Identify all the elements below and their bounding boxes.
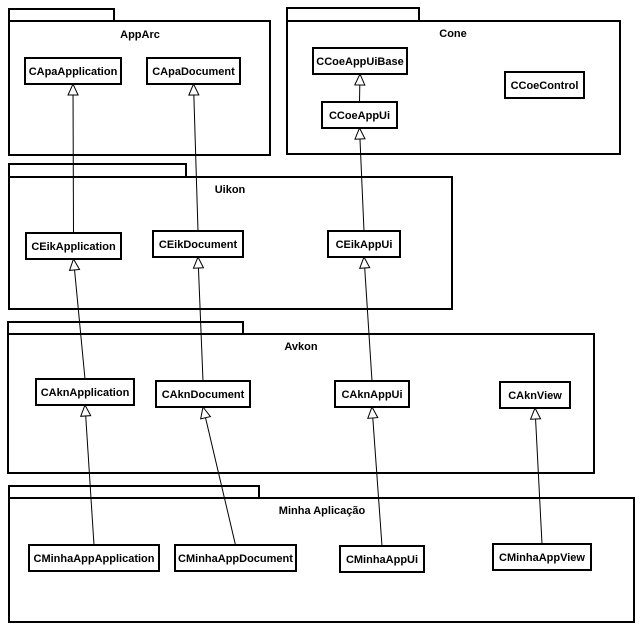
class-cakndocument: CAknDocument [155, 380, 251, 408]
package-label: Avkon [284, 341, 317, 353]
edge-ceikappui-to-ccoeappui [354, 126, 366, 232]
edge-cakndocument-to-ceikdocument [192, 255, 205, 382]
inheritance-arrowhead [192, 255, 205, 269]
inheritance-arrowhead [188, 82, 200, 96]
class-box [334, 380, 410, 408]
class-ceikappui: CEikAppUi [327, 230, 401, 258]
class-label: CAknDocument [162, 389, 245, 401]
class-label: CMinhaAppApplication [34, 553, 155, 565]
inheritance-line [74, 269, 86, 380]
inheritance-arrowhead [354, 72, 366, 86]
inheritance-arrowhead [67, 82, 79, 96]
class-caknview: CAknView [499, 381, 571, 409]
class-cminhaappdocument: CMinhaAppDocument [174, 544, 297, 572]
class-cminhaappapplication: CMinhaAppApplication [28, 544, 160, 572]
package-apparc: AppArc [8, 8, 271, 156]
class-box [321, 101, 398, 129]
class-label: CApaDocument [152, 66, 235, 78]
class-box [152, 230, 244, 258]
class-label: CMinhaAppUi [346, 554, 418, 566]
class-box [327, 230, 401, 258]
inheritance-line [193, 94, 199, 232]
class-label: CCoeAppUiBase [316, 56, 403, 68]
class-label: CApaApplication [29, 66, 118, 78]
edge-cminhaappview-to-caknview [529, 406, 543, 545]
package-tab [8, 163, 187, 178]
package-label: Cone [439, 28, 467, 40]
class-cminhaappui: CMinhaAppUi [339, 545, 425, 573]
class-box [339, 545, 425, 573]
edge-ceikdocument-to-capadocument [188, 82, 200, 232]
package-tab [8, 485, 260, 499]
package-label: Minha Aplicação [279, 505, 366, 517]
class-label: CMinhaAppDocument [178, 553, 293, 565]
inheritance-line [535, 418, 543, 545]
class-label: CEikAppUi [336, 239, 393, 251]
class-cminhaappview: CMinhaAppView [492, 543, 592, 571]
class-box [174, 544, 297, 572]
inheritance-arrowhead [367, 405, 379, 419]
edge-caknappui-to-ceikappui [358, 255, 373, 382]
class-label: CEikApplication [31, 241, 116, 253]
inheritance-line [197, 267, 204, 382]
class-ccoecontrol: CCoeControl [504, 71, 585, 99]
class-label: CCoeAppUi [329, 110, 390, 122]
edge-cminhaappdocument-to-cakndocument [200, 405, 236, 546]
edge-cminhaappapplication-to-caknapplication [79, 403, 95, 546]
inheritance-arrowhead [68, 257, 81, 271]
inheritance-arrowhead [529, 406, 542, 420]
class-label: CEikDocument [159, 239, 238, 251]
class-caknappui: CAknAppUi [334, 380, 410, 408]
package-body [8, 20, 271, 156]
class-box [499, 381, 571, 409]
class-ccoeappui: CCoeAppUi [321, 101, 398, 129]
inheritance-line [359, 138, 365, 232]
edge-ceikapplication-to-capaapplication [67, 82, 79, 234]
class-box [24, 57, 122, 85]
inheritance-line [364, 267, 373, 382]
classes-layer: CApaApplication CApaDocument CCoeAppUiBase… [24, 47, 592, 573]
class-box [28, 544, 160, 572]
class-box [146, 57, 241, 85]
edge-ccoeappui-to-ccoeappuibase [354, 72, 366, 103]
package-tab [7, 321, 244, 335]
class-label: CCoeControl [511, 80, 579, 92]
class-label: CMinhaAppView [499, 552, 585, 564]
inheritance-arrowhead [200, 405, 212, 420]
class-capadocument: CApaDocument [146, 57, 241, 85]
inheritance-arrowhead [358, 255, 371, 269]
edge-cminhaappui-to-caknappui [367, 405, 383, 547]
class-ccoeappuibase: CCoeAppUiBase [312, 47, 408, 75]
package-tab [286, 7, 420, 22]
class-ceikapplication: CEikApplication [25, 232, 122, 260]
inheritance-line [85, 415, 95, 546]
class-box [25, 232, 122, 260]
class-label: CAknAppUi [341, 389, 402, 401]
class-label: CAknView [508, 390, 562, 402]
class-box [35, 378, 135, 406]
class-box [504, 71, 585, 99]
package-tab [8, 8, 115, 22]
class-label: CAknApplication [41, 387, 130, 399]
class-caknapplication: CAknApplication [35, 378, 135, 406]
inheritance-line [372, 417, 383, 547]
class-box [155, 380, 251, 408]
package-label: AppArc [120, 29, 160, 41]
edges-layer [67, 72, 543, 547]
inheritance-line [205, 417, 236, 546]
class-box [312, 47, 408, 75]
inheritance-arrowhead [79, 403, 92, 417]
inheritance-arrowhead [354, 126, 366, 140]
class-ceikdocument: CEikDocument [152, 230, 244, 258]
class-capaapplication: CApaApplication [24, 57, 122, 85]
class-box [492, 543, 592, 571]
edge-caknapplication-to-ceikapplication [68, 257, 86, 380]
package-label: Uikon [215, 184, 246, 196]
